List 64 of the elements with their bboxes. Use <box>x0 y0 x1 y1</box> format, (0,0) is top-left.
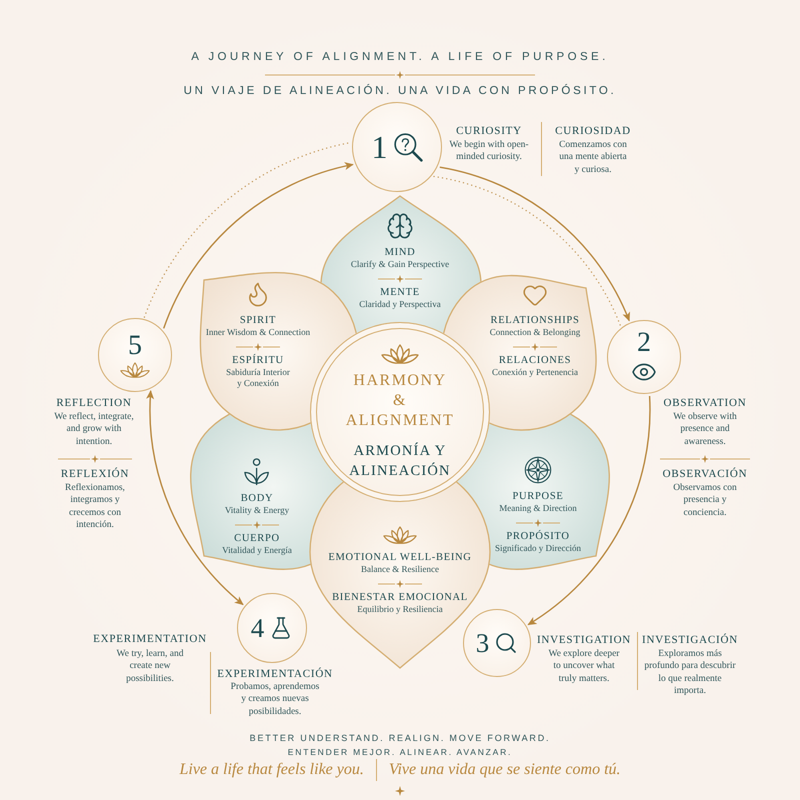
tagline: BETTER UNDERSTAND. REALIGN. MOVE FORWARD. <box>250 733 550 745</box>
step-number: 3 <box>476 630 490 656</box>
step-description: We observe with presence and awareness. <box>672 411 738 448</box>
petal-heading: MENTE <box>380 286 420 298</box>
step-description: We reflect, integrate, and grow with intention. <box>53 411 135 448</box>
step-number: 2 <box>637 329 651 357</box>
step-heading: REFLEXIÓN <box>60 467 130 481</box>
petal-heading: MIND <box>384 246 416 259</box>
center-title: HARMONY & ALIGNMENT <box>345 370 455 430</box>
petal-subtitle: Sabiduría Interior y Conexión <box>225 366 291 390</box>
curved-arrow <box>163 162 354 329</box>
step-heading: CURIOSIDAD <box>555 124 631 138</box>
step-description: We explore deeper to uncover what truly matters. <box>548 648 620 685</box>
petal-subtitle: Claridad y Perspectiva <box>359 298 441 310</box>
petal-heading: BODY <box>240 492 274 505</box>
step-description: Observamos con presencia y conciencia. <box>672 482 738 519</box>
center-subtitle: ARMONÍA Y ALINEACIÓN <box>348 442 452 480</box>
petal-heading: PURPOSE <box>512 490 564 503</box>
dotted-arc <box>144 142 351 318</box>
step-heading: CURIOSITY <box>456 124 522 138</box>
tagline: ENTENDER MEJOR. ALINEAR. AVANZAR. <box>288 747 512 758</box>
script-tagline: Live a life that feels like you. <box>179 760 364 780</box>
step-number: 5 <box>128 332 142 360</box>
step-heading: OBSERVACIÓN <box>662 467 748 481</box>
step-heading: EXPERIMENTACIÓN <box>217 667 333 681</box>
petal-heading: BIENESTAR EMOCIONAL <box>332 590 468 604</box>
step-circle <box>463 609 531 677</box>
petal-subtitle: Equilibrio y Resiliencia <box>357 604 443 616</box>
step-heading: REFLECTION <box>56 396 132 410</box>
petal-subtitle: Conexión y Pertenencia <box>492 366 578 378</box>
petal-heading: RELACIONES <box>498 354 572 366</box>
script-tagline: Vive una vida que se siente como tú. <box>388 760 621 780</box>
double-headed-arrow <box>146 390 244 606</box>
curved-arrow <box>440 166 630 322</box>
dotted-arc <box>433 176 622 326</box>
step-description: Reflexionamos, integramos y crecemos con intención. <box>64 482 126 532</box>
curved-arrow <box>527 396 650 626</box>
step-description: Probamos, aprendemos y creamos nuevas posibilidades. <box>230 681 320 718</box>
tagline: UN VIAJE DE ALINEACIÓN. UNA VIDA CON PROPÓSITO. <box>184 84 616 99</box>
petal-heading: ESPÍRITU <box>232 354 284 366</box>
step-description: We begin with open-minded curiosity. <box>448 139 530 164</box>
petal-heading: EMOTIONAL WELL-BEING <box>328 551 472 564</box>
petal-subtitle: Significado y Dirección <box>495 542 581 554</box>
petal-heading: RELATIONSHIPS <box>490 314 580 327</box>
step-number: 1 <box>372 131 388 163</box>
petal-subtitle: Vitality & Energy <box>224 505 290 516</box>
step-heading: INVESTIGATION <box>536 633 632 647</box>
step-description: Exploramos más profundo para descubrir lo que realmente importa. <box>644 648 736 698</box>
petal-subtitle: Clarify & Gain Perspective <box>350 259 450 270</box>
petal-subtitle: Balance & Resilience <box>361 564 439 576</box>
step-heading: EXPERIMENTATION <box>93 632 207 646</box>
tagline: A JOURNEY OF ALIGNMENT. A LIFE OF PURPOSE. <box>191 50 609 65</box>
petal-heading: CUERPO <box>234 532 280 544</box>
petal-subtitle: Meaning & Direction <box>499 503 577 514</box>
petal-heading: PROPÓSITO <box>506 530 570 542</box>
step-description: Comenzamos con una mente abierta y curiosa. <box>558 139 628 176</box>
step-description: We try, learn, and create new possibilities. <box>116 648 184 685</box>
petal-subtitle: Connection & Belonging <box>490 327 580 338</box>
petal-subtitle: Vitalidad y Energía <box>222 544 292 556</box>
step-heading: OBSERVATION <box>664 396 746 410</box>
petal-subtitle: Inner Wisdom & Connection <box>206 327 310 338</box>
step-heading: INVESTIGACIÓN <box>642 633 738 647</box>
petal-heading: SPIRIT <box>240 314 276 327</box>
step-number: 4 <box>250 614 264 642</box>
